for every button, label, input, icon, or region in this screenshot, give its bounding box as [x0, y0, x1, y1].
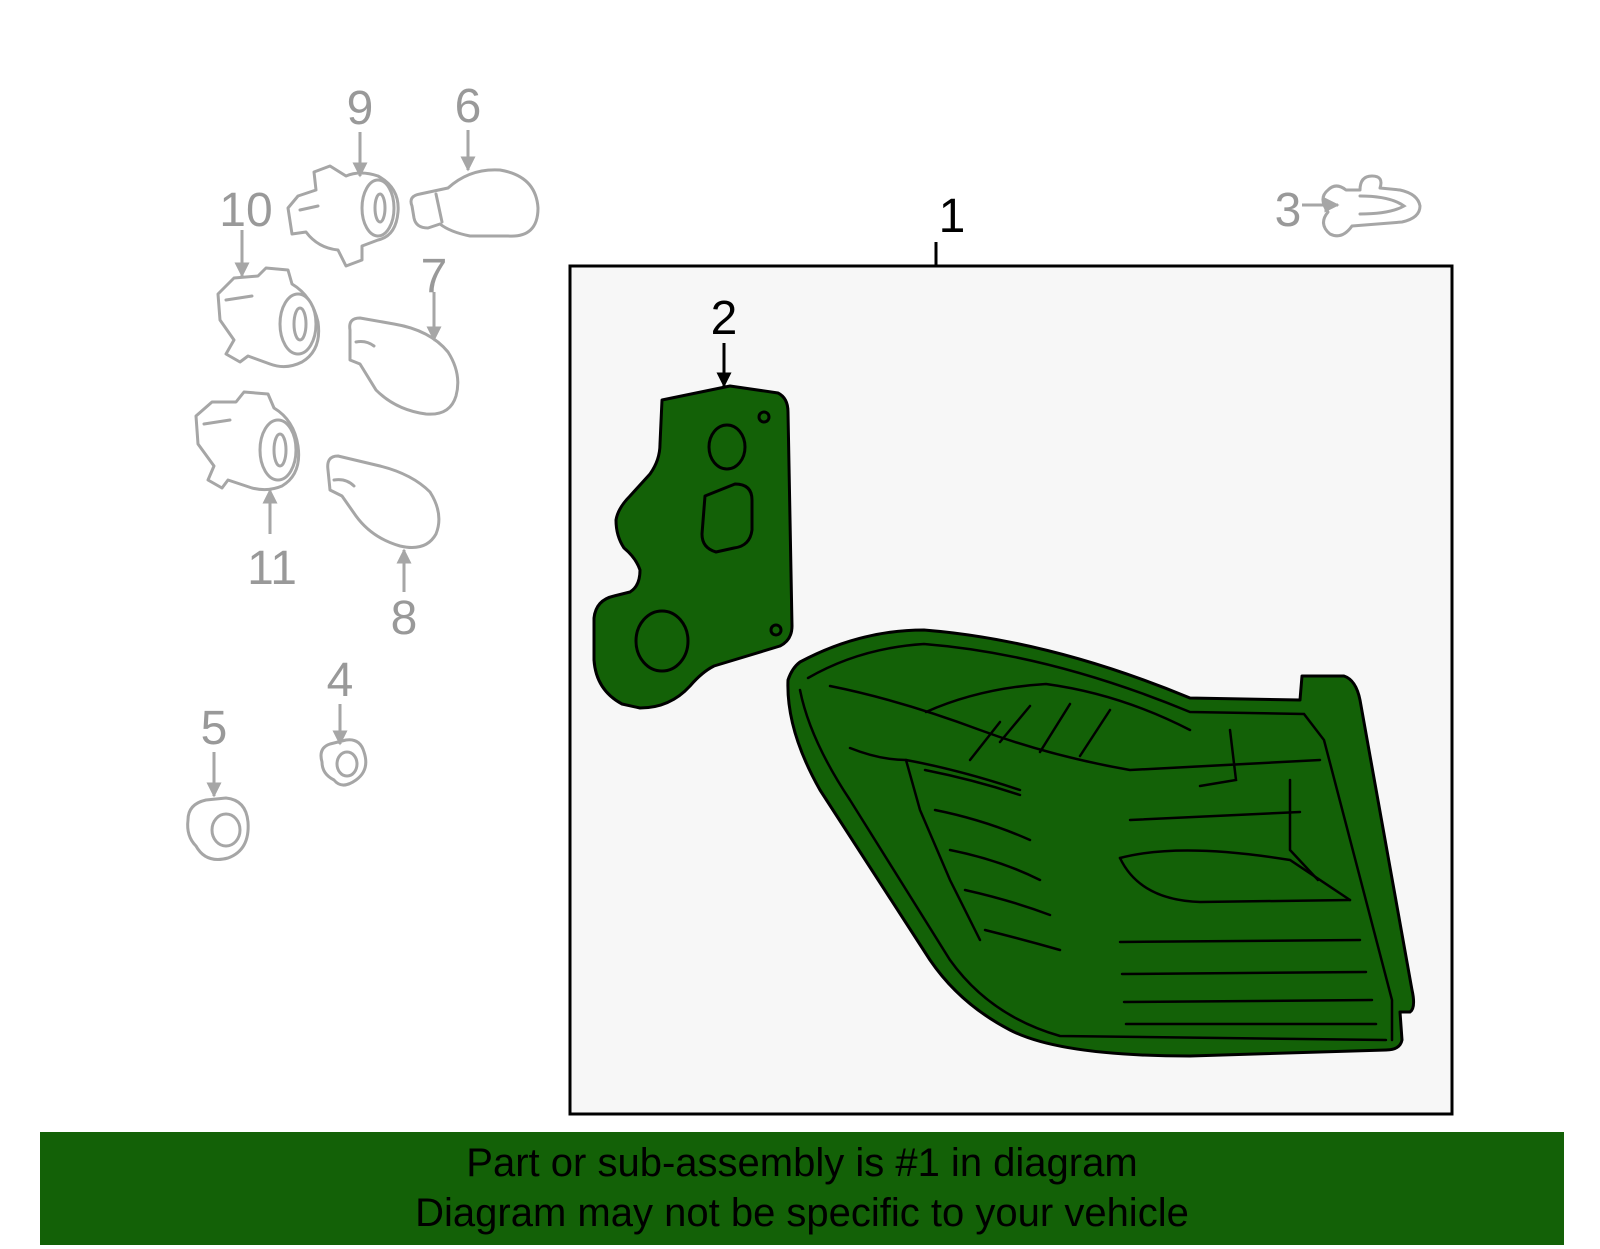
clip-part[interactable] — [1321, 174, 1422, 238]
callout-8-label: 8 — [391, 592, 418, 645]
socket-part-11[interactable] — [194, 390, 301, 492]
nut-part[interactable] — [319, 738, 368, 787]
callout-10-label: 10 — [219, 184, 272, 237]
bulb-part-8[interactable] — [326, 454, 441, 549]
callout-3-label: 3 — [1275, 184, 1302, 237]
callout-2-label: 2 — [711, 292, 738, 345]
callout-6-label: 6 — [455, 80, 482, 133]
socket-part-9[interactable] — [286, 164, 400, 268]
gasket-part[interactable] — [592, 384, 794, 710]
grommet-part[interactable] — [186, 796, 250, 861]
disclaimer-banner: Part or sub-assembly is #1 in diagram Di… — [40, 1132, 1564, 1245]
callout-5-label: 5 — [201, 702, 228, 755]
banner-line-1: Part or sub-assembly is #1 in diagram — [466, 1141, 1138, 1185]
banner-line-2: Diagram may not be specific to your vehi… — [415, 1191, 1189, 1235]
callout-4-label: 4 — [327, 654, 354, 707]
callout-1-label: 1 — [939, 190, 966, 243]
bulb-part-6[interactable] — [409, 168, 540, 238]
tail-lamp-assembly[interactable] — [786, 628, 1416, 1058]
callout-7-label: 7 — [421, 250, 448, 303]
callout-11-label: 11 — [247, 542, 297, 595]
bulb-part-7[interactable] — [348, 316, 460, 416]
socket-part-10[interactable] — [216, 266, 321, 369]
callout-9-label: 9 — [347, 82, 374, 135]
